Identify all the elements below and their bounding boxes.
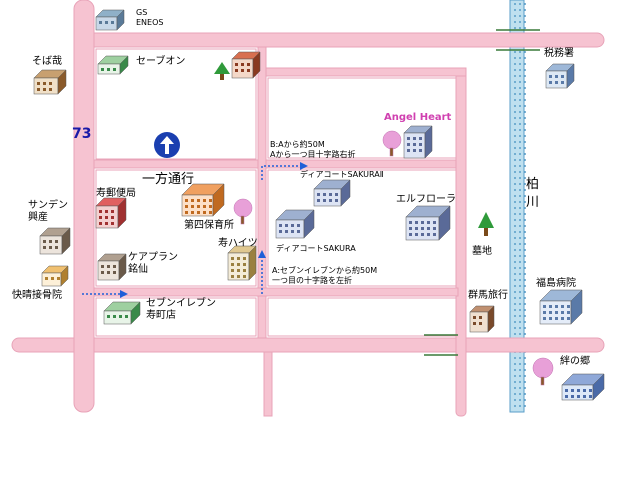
guide-arrows	[120, 162, 308, 298]
road-lower	[93, 287, 459, 297]
one-way-label: 一方通行	[142, 172, 195, 187]
label-diacourt-2: ディアコートSAKURAⅡ	[300, 170, 384, 179]
label-careplan: ケアプラン 銘仙	[128, 252, 178, 275]
road-diag-bottom	[263, 351, 273, 417]
label-sanden: サンデン 興産	[28, 200, 68, 223]
roads	[11, 0, 605, 417]
road-mid-vert	[257, 46, 267, 339]
label-post-office: 寿郵便局	[96, 188, 136, 199]
label-cemetery: 墓地	[472, 246, 492, 257]
label-seven-eleven: セブンイレブン 寿町店	[146, 298, 216, 321]
road-east-vert	[455, 67, 467, 417]
office-icon	[39, 227, 71, 255]
nursery-icon	[181, 183, 225, 217]
label-seven-oh: セーブオン	[136, 56, 186, 67]
one-way-sign	[154, 132, 180, 158]
convenience-store-icon	[97, 55, 129, 75]
convenience-store-icon	[103, 301, 141, 325]
office-building-icon	[545, 63, 575, 89]
road-west-inner	[93, 159, 461, 169]
route-guide	[82, 165, 300, 296]
gas-station-icon	[95, 9, 125, 31]
blossom-icon	[233, 130, 554, 386]
barn-icon	[231, 51, 261, 79]
apartment-icon	[275, 209, 315, 239]
road-route73	[73, 0, 95, 413]
road-south	[11, 337, 605, 353]
office-icon	[97, 253, 127, 281]
hospital-icon	[539, 289, 583, 325]
label-gunma-travel: 群馬旅行	[468, 290, 508, 301]
apartment-icon	[227, 245, 257, 281]
label-kotobuki-heights: 寿ハイツ	[218, 238, 258, 249]
clinic-icon	[41, 265, 69, 287]
label-soba: そば哉	[32, 56, 62, 67]
road-top-inner	[265, 67, 467, 77]
apartment-icon	[403, 125, 433, 159]
direction-note-b: B:Aから約50M Aから一つ目十字路右折	[270, 140, 356, 159]
label-diacourt: ディアコートSAKURA	[276, 244, 356, 253]
label-kizuna: 絆の郷	[560, 356, 590, 367]
tree-icon	[214, 62, 494, 236]
road-north	[79, 32, 605, 48]
office-icon	[469, 305, 495, 333]
label-fukushima-hospital: 福島病院	[536, 278, 576, 289]
restaurant-icon	[33, 69, 67, 95]
label-elflora: エルフローラ	[396, 194, 456, 205]
river-name: 柏 川	[526, 177, 540, 210]
label-gs-eneos: GS ENEOS	[136, 8, 164, 27]
apartment-icon	[405, 205, 451, 241]
label-angel-heart: Angel Heart	[384, 112, 452, 123]
label-tax-office: 税務署	[544, 48, 574, 59]
label-nursery: 第四保育所	[184, 220, 234, 231]
bridges	[424, 29, 540, 356]
river	[509, 0, 526, 413]
care-home-icon	[561, 373, 605, 401]
direction-note-a: A:セブンイレブンから約50M 一つ目の十字路を左折	[272, 266, 378, 285]
apartment-icon	[313, 179, 351, 207]
route-number: 73	[72, 126, 92, 142]
post-office-icon	[95, 197, 127, 229]
label-kaisei: 快晴接骨院	[12, 290, 62, 301]
